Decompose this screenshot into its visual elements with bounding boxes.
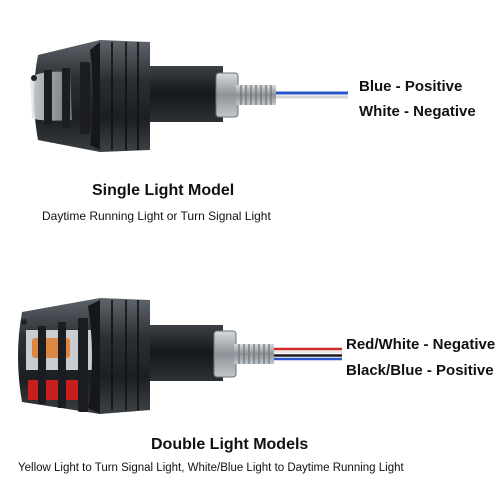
double-wire-label-positive: Black/Blue - Positive (346, 362, 494, 379)
single-shaft (145, 66, 223, 122)
single-nut (215, 72, 239, 118)
single-subtitle: Daytime Running Light or Turn Signal Lig… (42, 209, 271, 223)
double-screw (21, 319, 27, 325)
double-shaft (145, 325, 223, 381)
double-wire-label-negative: Red/White - Negative (346, 336, 496, 353)
single-title: Single Light Model (92, 182, 235, 199)
single-wire-label-positive: Blue - Positive (359, 78, 463, 95)
single-thread-grooves (240, 85, 272, 105)
double-subtitle: Yellow Light to Turn Signal Light, White… (18, 462, 404, 474)
single-wire-label-negative: White - Negative (359, 103, 476, 120)
double-nut (213, 330, 237, 378)
double-title: Double Light Models (151, 436, 309, 453)
single-screw (31, 75, 37, 81)
double-wires (274, 347, 342, 361)
